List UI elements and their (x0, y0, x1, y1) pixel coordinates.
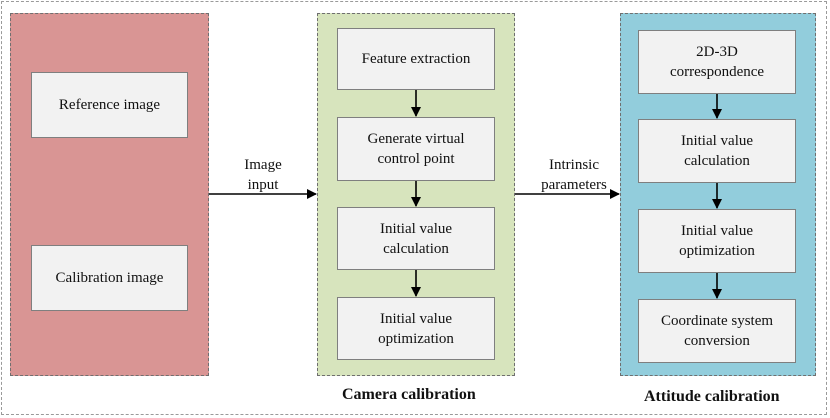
camera-initial-value-optimization-box: Initial value optimization (337, 297, 495, 360)
reference-image-box: Reference image (31, 72, 188, 138)
camera-initial-value-calculation-box: Initial value calculation (337, 207, 495, 270)
image-input-label: Image input (244, 157, 282, 193)
coordinate-system-conversion-box: Coordinate system conversion (638, 299, 796, 363)
feature-extraction-box: Feature extraction (337, 28, 495, 90)
attitude-initial-value-optimization-box: Initial value optimization (638, 209, 796, 273)
attitude-initial-value-calculation-box: Initial value calculation (638, 119, 796, 183)
input-images-panel (10, 13, 209, 376)
generate-virtual-control-point-box: Generate virtual control point (337, 117, 495, 181)
attitude-calibration-caption: Attitude calibration (644, 388, 780, 405)
intrinsic-parameters-label: Intrinsic parameters (541, 157, 607, 193)
2d-3d-correspondence-box: 2D-3D correspondence (638, 30, 796, 94)
calibration-image-box: Calibration image (31, 245, 188, 311)
camera-calibration-caption: Camera calibration (342, 386, 476, 403)
